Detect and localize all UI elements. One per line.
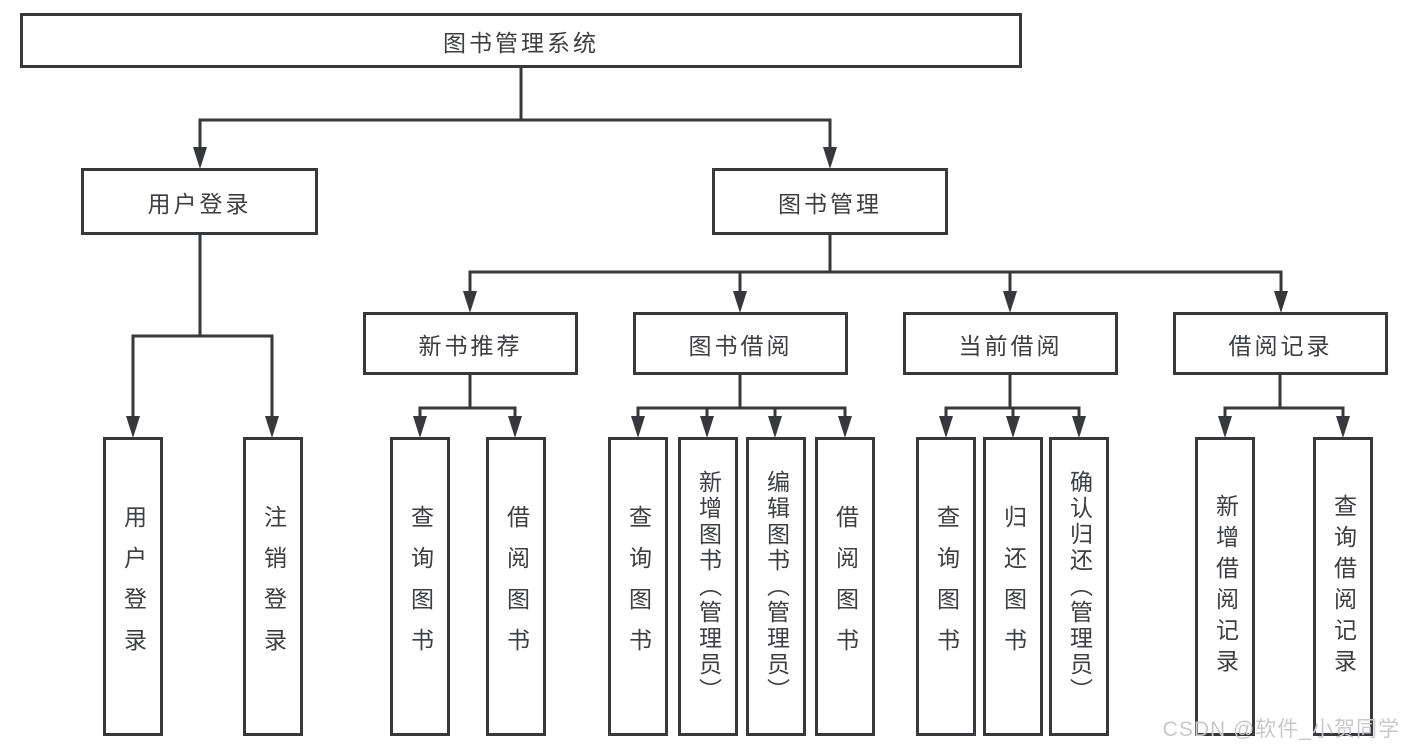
connector-user-login: [126, 235, 279, 438]
node-book-management-label: 图书管理: [778, 190, 882, 217]
node-borrow-records: 借阅记录: [1173, 312, 1388, 375]
leaf-add-books-admin: 新增图书（管理员）: [678, 437, 738, 736]
node-new-book-recommend-label: 新书推荐: [418, 332, 523, 359]
connector-current-borrow: [939, 375, 1086, 438]
node-book-borrow-label: 图书借阅: [688, 332, 793, 359]
leaf-borrow-query-books: 查询图书: [608, 437, 668, 736]
connector-book-management: [463, 235, 1288, 313]
node-book-borrow: 图书借阅: [633, 312, 848, 375]
connector-book-borrow: [631, 375, 852, 438]
leaf-return-books: 归还图书: [983, 437, 1043, 736]
node-new-book-recommend: 新书推荐: [363, 312, 578, 375]
node-current-borrow: 当前借阅: [903, 312, 1118, 375]
node-current-borrow-label: 当前借阅: [958, 332, 1063, 359]
node-borrow-records-label: 借阅记录: [1228, 332, 1333, 359]
connector-borrow-records: [1218, 375, 1350, 438]
node-root-system: 图书管理系统: [20, 13, 1022, 68]
node-user-login-label: 用户登录: [147, 190, 252, 217]
connector-new-book-recommend: [413, 375, 522, 438]
connector-root: [193, 68, 837, 169]
leaf-logout: 注销登录: [243, 437, 303, 736]
leaf-recommend-borrow-books: 借阅图书: [486, 437, 546, 736]
leaf-add-borrow-record: 新增借阅记录: [1195, 437, 1255, 736]
leaf-borrow-books: 借阅图书: [815, 437, 875, 736]
node-root-system-label: 图书管理系统: [443, 29, 599, 56]
leaf-confirm-return-admin: 确认归还（管理员）: [1049, 437, 1109, 736]
leaf-user-login: 用户登录: [103, 437, 163, 736]
leaf-recommend-query-books: 查询图书: [390, 437, 450, 736]
node-book-management: 图书管理: [712, 168, 948, 235]
leaf-query-borrow-record: 查询借阅记录: [1313, 437, 1373, 736]
node-user-login: 用户登录: [81, 168, 318, 235]
leaf-edit-books-admin: 编辑图书（管理员）: [746, 437, 806, 736]
leaf-current-query-books: 查询图书: [916, 437, 976, 736]
